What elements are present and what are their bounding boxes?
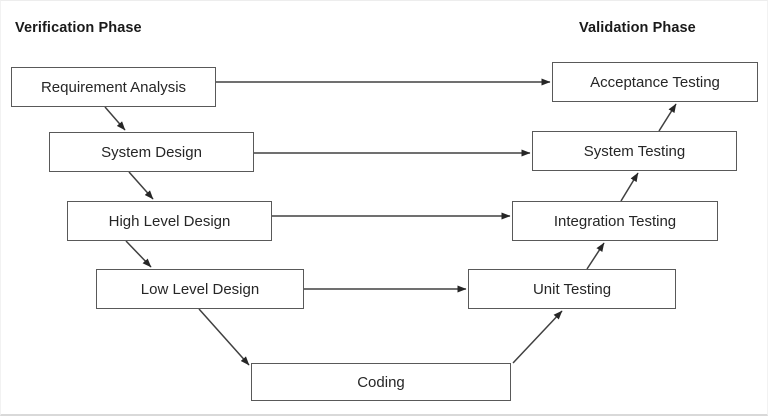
- node-unit-testing[interactable]: Unit Testing: [468, 269, 676, 309]
- node-label: Coding: [357, 373, 405, 391]
- node-system-design[interactable]: System Design: [49, 132, 254, 172]
- arrow-integration-testing-to-system-testing: [620, 172, 639, 202]
- node-label: Acceptance Testing: [590, 73, 720, 91]
- arrow-coding-to-unit-testing: [512, 310, 563, 364]
- node-label: System Testing: [583, 142, 686, 160]
- node-label: Requirement Analysis: [40, 78, 187, 96]
- node-coding[interactable]: Coding: [251, 363, 511, 401]
- node-label: Low Level Design: [140, 280, 260, 298]
- arrow-requirement-analysis-to-system-design: [104, 106, 126, 131]
- verification-phase-title: Verification Phase: [15, 20, 142, 36]
- node-low-level-design[interactable]: Low Level Design: [96, 269, 304, 309]
- node-high-level-design[interactable]: High Level Design: [67, 201, 272, 241]
- node-system-testing[interactable]: System Testing: [532, 131, 737, 171]
- node-label: Unit Testing: [532, 280, 612, 298]
- node-acceptance-testing[interactable]: Acceptance Testing: [552, 62, 758, 102]
- arrow-high-level-design-to-low-level-design: [125, 240, 152, 268]
- arrow-unit-testing-to-integration-testing: [586, 242, 605, 270]
- node-label: High Level Design: [108, 212, 231, 230]
- validation-phase-title: Validation Phase: [579, 20, 696, 36]
- arrow-system-testing-to-acceptance-testing: [658, 103, 677, 132]
- node-label: System Design: [101, 143, 202, 161]
- node-integration-testing[interactable]: Integration Testing: [512, 201, 718, 241]
- arrow-system-design-to-high-level-design: [128, 171, 154, 200]
- node-label: Integration Testing: [553, 212, 677, 230]
- arrow-low-level-design-to-coding: [198, 308, 250, 366]
- node-requirement-analysis[interactable]: Requirement Analysis: [11, 67, 216, 107]
